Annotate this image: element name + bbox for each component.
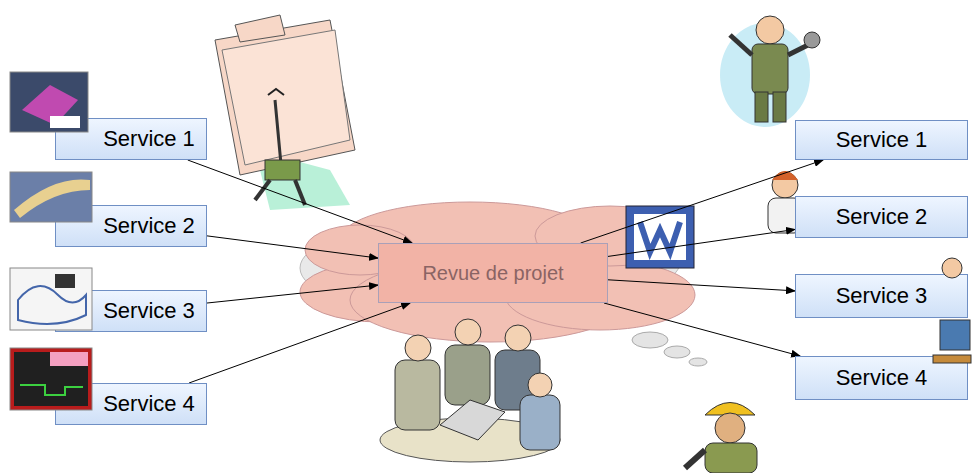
box-label: Service 2 bbox=[103, 213, 195, 239]
service-box: Service 1 bbox=[795, 120, 968, 160]
box-label: Service 2 bbox=[836, 204, 928, 230]
construction-worker bbox=[685, 403, 757, 473]
box-label: Revue de projet bbox=[422, 261, 563, 285]
arrow-connector bbox=[207, 236, 378, 258]
cad-thumbnail bbox=[10, 72, 88, 132]
service-box: Service 3 bbox=[795, 274, 968, 318]
folder-carrier bbox=[215, 15, 355, 210]
arrow-connector bbox=[189, 303, 410, 383]
computer-man bbox=[933, 258, 971, 363]
arrow-connector bbox=[604, 303, 800, 356]
cloud bbox=[300, 202, 707, 366]
box-label: Service 3 bbox=[103, 298, 195, 324]
service-box: Service 2 bbox=[795, 196, 968, 238]
cad-thumbnail bbox=[10, 268, 92, 330]
box-label: Service 4 bbox=[836, 365, 928, 391]
review-box: Revue de projet bbox=[378, 243, 608, 303]
arrow-connector bbox=[207, 285, 378, 303]
cad-thumbnail bbox=[10, 348, 92, 410]
cad-thumbnail bbox=[10, 172, 92, 222]
arrow-connector bbox=[188, 160, 412, 243]
box-label: Service 4 bbox=[103, 391, 195, 417]
box-label: Service 1 bbox=[103, 126, 195, 152]
arrow-connector bbox=[608, 280, 795, 291]
box-label: Service 1 bbox=[836, 127, 928, 153]
meeting-people bbox=[380, 319, 560, 462]
word-icon bbox=[626, 206, 694, 268]
box-label: Service 3 bbox=[836, 283, 928, 309]
arrow-connector bbox=[608, 229, 795, 256]
mechanic bbox=[720, 16, 820, 127]
